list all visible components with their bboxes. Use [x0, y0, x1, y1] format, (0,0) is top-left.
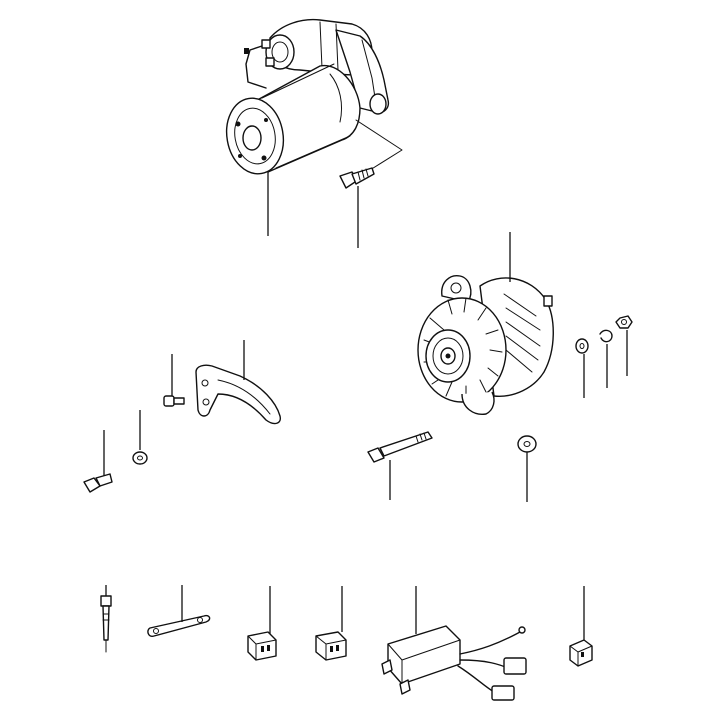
glow-plug [100, 585, 112, 653]
flat-washer [575, 338, 589, 398]
adjusting-bracket [195, 340, 281, 425]
relay [247, 586, 277, 661]
washer [132, 410, 148, 465]
spring-washer [599, 329, 613, 388]
starter-mounting-bolt [339, 167, 375, 248]
nut [615, 315, 633, 376]
long-through-bolt [367, 431, 433, 500]
bracket-bolt [163, 354, 185, 407]
connector [569, 586, 593, 667]
alternator [417, 232, 554, 415]
starter-motor [225, 18, 403, 236]
glow-timer-unit [381, 586, 527, 701]
relay [315, 586, 347, 661]
mounting-bolt [83, 430, 113, 493]
connecting-plate [147, 585, 211, 638]
plain-washer [517, 435, 537, 502]
